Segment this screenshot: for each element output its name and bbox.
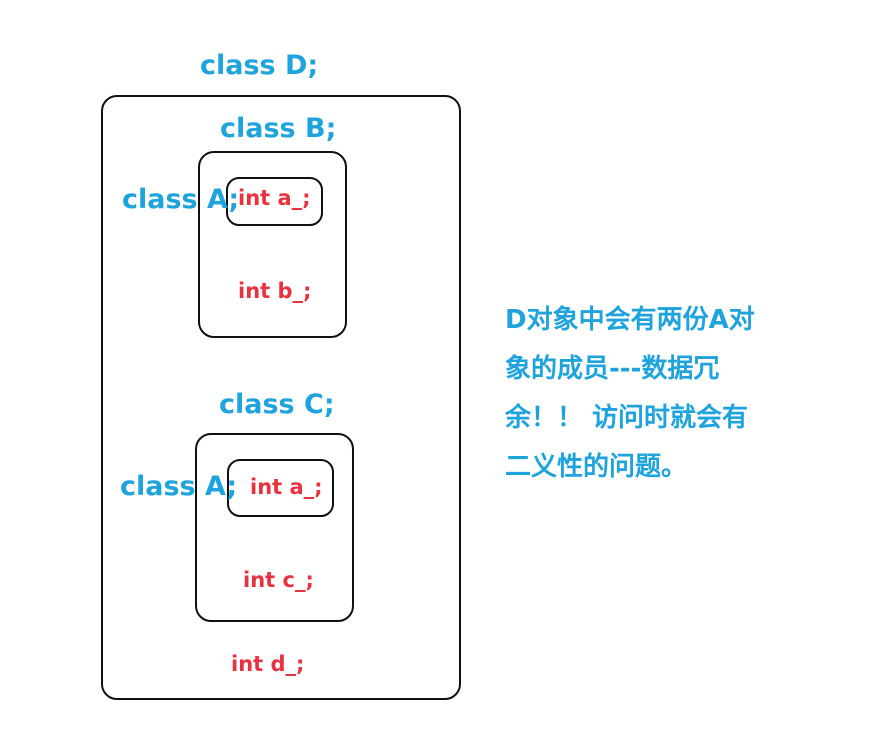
class-b-base-a-label: class A; xyxy=(122,184,240,215)
class-b-member-a-label: int a_; xyxy=(238,186,311,210)
note-line: 象的成员---数据冗 xyxy=(505,354,720,384)
note-line: D对象中会有两份A对 xyxy=(505,305,755,335)
class-c-member-a-label: int a_; xyxy=(250,475,323,499)
class-d-box xyxy=(101,95,461,700)
class-c-base-a-box xyxy=(227,459,334,517)
class-c-label: class C; xyxy=(219,389,335,420)
class-c-box xyxy=(195,433,354,622)
ambiguity-note: D对象中会有两份A对 象的成员---数据冗 余！！ 访问时就会有 二义性的问题。 xyxy=(505,296,805,492)
class-d-member-d-label: int d_; xyxy=(231,652,305,676)
class-d-label: class D; xyxy=(200,50,319,81)
class-b-base-a-box xyxy=(226,177,323,226)
class-b-label: class B; xyxy=(220,113,337,144)
class-c-base-a-label: class A; xyxy=(120,471,238,502)
class-c-member-c-label: int c_; xyxy=(243,568,314,592)
note-line: 余！！ 访问时就会有 xyxy=(505,403,749,433)
class-b-member-b-label: int b_; xyxy=(238,279,312,303)
note-line: 二义性的问题。 xyxy=(505,452,688,482)
class-b-box xyxy=(198,151,347,338)
